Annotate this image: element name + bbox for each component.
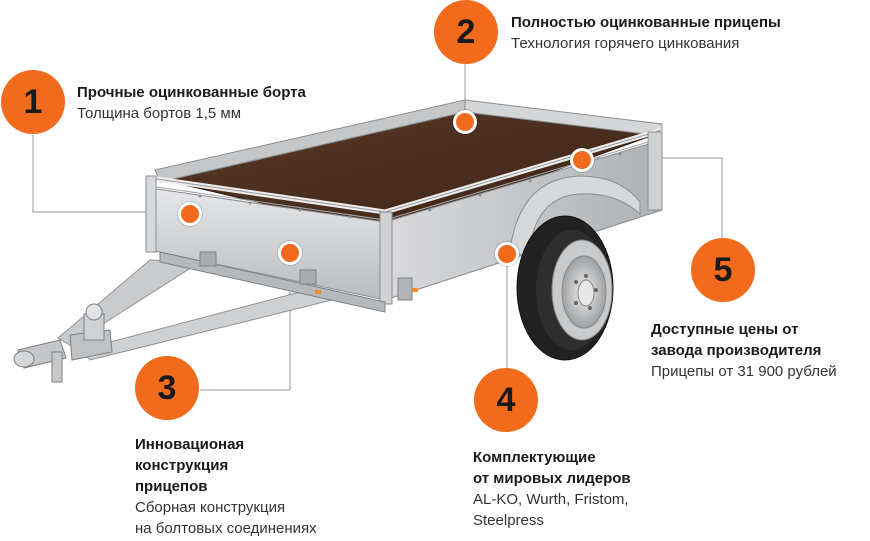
- feature-4-badge: 4: [474, 368, 538, 432]
- feature-1-badge: 1: [1, 70, 65, 134]
- feature-3-desc-line-2: на болтовых соединениях: [135, 520, 317, 537]
- marker-dot-5: [570, 148, 594, 172]
- feature-3-title-line-3: прицепов: [135, 478, 208, 495]
- feature-5-badge: 5: [691, 238, 755, 302]
- feature-1-number: 1: [23, 82, 43, 121]
- marker-dot-2: [453, 110, 477, 134]
- feature-5-title-line-2: завода производителя: [651, 342, 822, 359]
- feature-2-desc: Технология горячего цинкования: [511, 35, 740, 52]
- feature-4-title-line-1: Комплектующие: [473, 449, 596, 466]
- feature-4-desc-line-1: AL-KO, Wurth, Fristom,: [473, 491, 629, 508]
- feature-2-badge: 2: [434, 0, 498, 64]
- feature-3-number: 3: [157, 368, 177, 407]
- feature-1-title: Прочные оцинкованные борта: [77, 84, 306, 101]
- feature-5-callout: Доступные цены от завода производителя П…: [651, 319, 837, 382]
- marker-dot-3: [278, 241, 302, 265]
- feature-1-callout: Прочные оцинкованные борта Толщина борто…: [77, 82, 306, 124]
- feature-4-desc-line-2: Steelpress: [473, 512, 544, 529]
- feature-3-title-line-2: конструкция: [135, 457, 229, 474]
- feature-3-callout: Инновационая конструкция прицепов Сборна…: [135, 434, 317, 539]
- feature-2-title: Полностью оцинкованные прицепы: [511, 14, 781, 31]
- feature-1-desc: Толщина бортов 1,5 мм: [77, 105, 242, 122]
- feature-5-desc: Прицепы от 31 900 рублей: [651, 363, 837, 380]
- marker-dot-1: [178, 202, 202, 226]
- feature-2-callout: Полностью оцинкованные прицепы Технологи…: [511, 12, 781, 54]
- feature-4-title-line-2: от мировых лидеров: [473, 470, 631, 487]
- feature-3-desc-line-1: Сборная конструкция: [135, 499, 286, 516]
- feature-4-number: 4: [496, 380, 516, 419]
- feature-5-title-line-1: Доступные цены от: [651, 321, 799, 338]
- feature-3-badge: 3: [135, 356, 199, 420]
- feature-4-callout: Комплектующие от мировых лидеров AL-KO, …: [473, 447, 631, 531]
- feature-5-number: 5: [713, 250, 733, 289]
- marker-dot-4: [495, 242, 519, 266]
- feature-2-number: 2: [456, 12, 476, 51]
- feature-3-title-line-1: Инновационая: [135, 436, 245, 453]
